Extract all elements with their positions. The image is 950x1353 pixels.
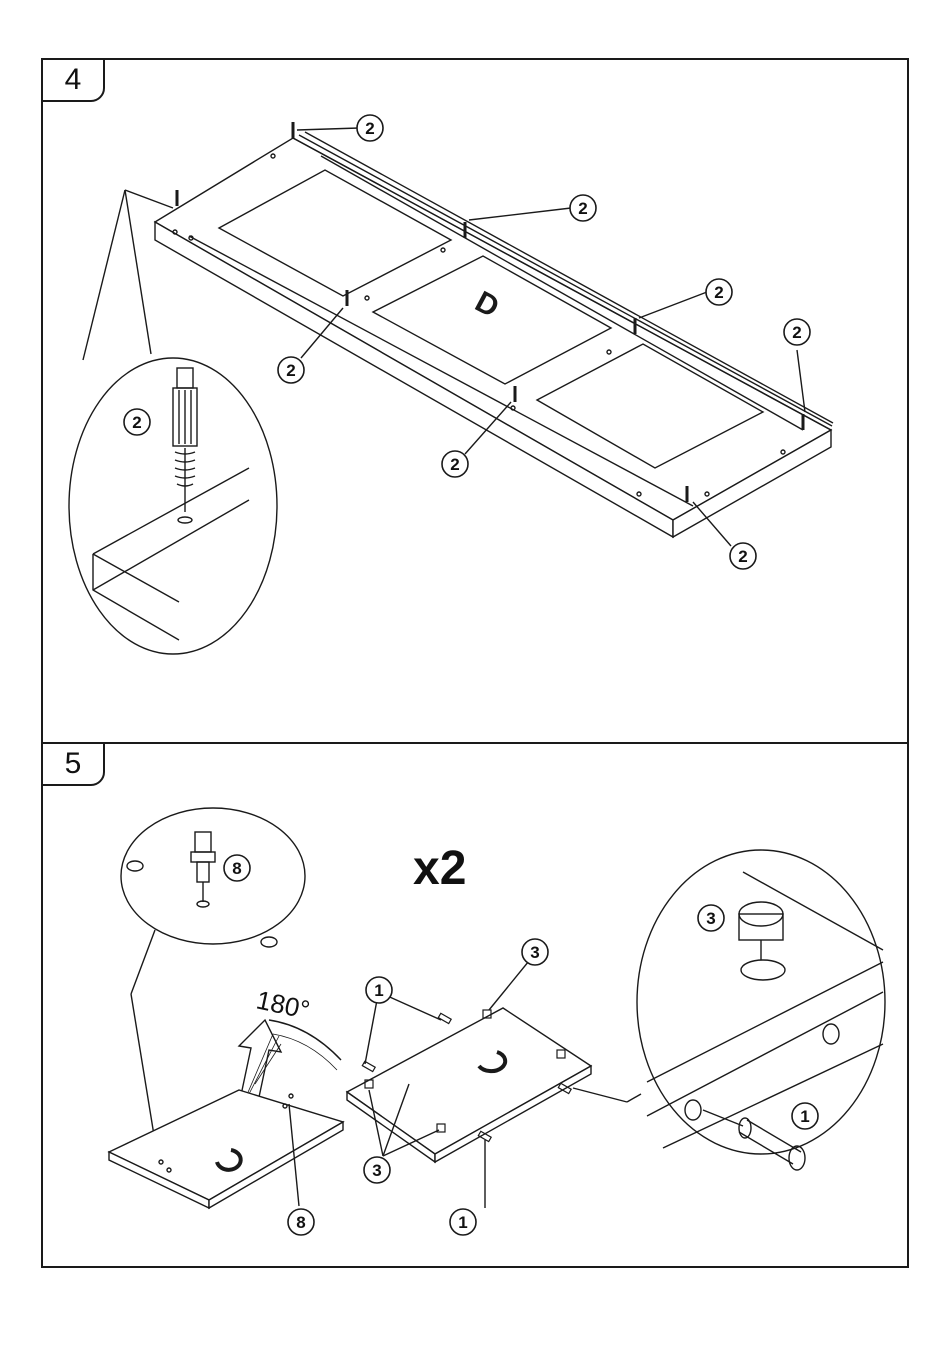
callout-dowel: 1 bbox=[458, 1213, 467, 1232]
step-4-panel: 4 bbox=[41, 58, 909, 744]
callout-dowel: 1 bbox=[800, 1107, 809, 1126]
callout-2: 2 bbox=[286, 361, 295, 380]
callout-2: 2 bbox=[792, 323, 801, 342]
callout-cam: 3 bbox=[372, 1161, 381, 1180]
quantity-label: x2 bbox=[413, 842, 466, 895]
callout-cam: 3 bbox=[530, 943, 539, 962]
callout-2: 2 bbox=[132, 413, 141, 432]
callout-cam: 3 bbox=[706, 909, 715, 928]
step-5-panel: 5 x2 180° bbox=[41, 742, 909, 1268]
callout-pin: 8 bbox=[232, 859, 241, 878]
callout-2: 2 bbox=[578, 199, 587, 218]
callout-dowel: 1 bbox=[374, 981, 383, 1000]
callout-pin: 8 bbox=[296, 1213, 305, 1232]
callout-2: 2 bbox=[714, 283, 723, 302]
step-4-diagram: D 2 2 2 2 2 2 2 2 bbox=[43, 60, 911, 746]
callout-2: 2 bbox=[365, 119, 374, 138]
callout-2: 2 bbox=[450, 455, 459, 474]
step-5-diagram: x2 180° bbox=[43, 744, 911, 1270]
callout-2: 2 bbox=[738, 547, 747, 566]
rotation-label: 180° bbox=[254, 985, 313, 1026]
